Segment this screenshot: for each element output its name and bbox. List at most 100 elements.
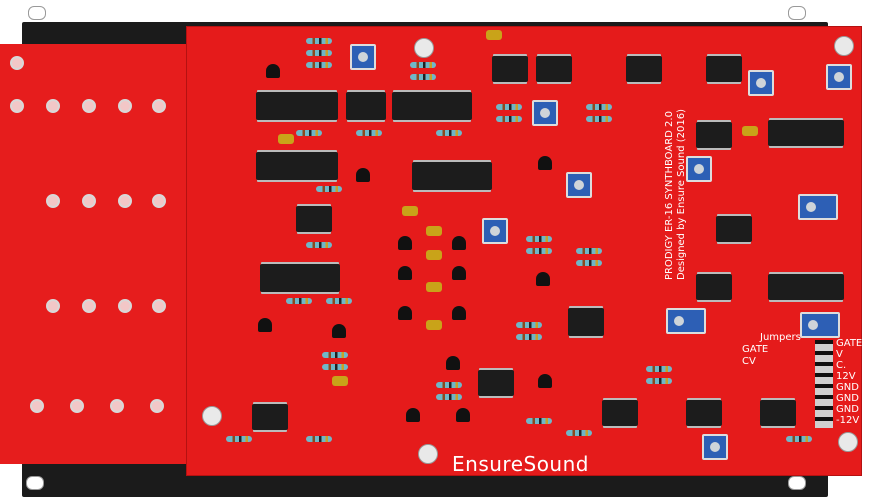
mount-hole — [788, 6, 806, 20]
ic-chip — [536, 56, 572, 82]
trimpot — [826, 64, 852, 90]
main-synth-pcb — [186, 26, 862, 476]
capacitor — [486, 30, 502, 40]
pin-label: 12V — [836, 371, 856, 382]
transistor — [266, 64, 280, 78]
ic-chip — [412, 162, 492, 190]
resistor — [576, 260, 602, 266]
pcb-hole — [82, 299, 96, 313]
capacitor — [332, 376, 348, 386]
ic-chip — [568, 308, 604, 336]
ic-chip — [768, 274, 844, 300]
ic-chip — [768, 120, 844, 146]
resistor — [306, 242, 332, 248]
resistor — [296, 130, 322, 136]
pcb-hole — [110, 399, 124, 413]
resistor — [576, 248, 602, 254]
pcb-hole — [10, 99, 24, 113]
ic-chip — [256, 92, 338, 120]
pcb-hole — [30, 399, 44, 413]
pin-label: GND — [836, 393, 859, 404]
screw — [202, 406, 222, 426]
trimpot — [532, 100, 558, 126]
resistor — [356, 130, 382, 136]
transistor — [356, 168, 370, 182]
pin-label: GND — [836, 382, 859, 393]
pcb-hole — [118, 299, 132, 313]
trimpot — [686, 156, 712, 182]
board-title-block: PRODIGY ER-16 SYNTHBOARD 2.0 Designed by… — [664, 40, 687, 280]
jumper-label: CV — [742, 356, 756, 367]
pin-label: V — [836, 349, 843, 360]
ic-chip — [260, 264, 340, 292]
ic-chip — [602, 400, 638, 426]
transistor — [538, 156, 552, 170]
resistor — [646, 378, 672, 384]
ensuresound-logo: EnsureSound — [452, 452, 589, 476]
capacitor — [426, 320, 442, 330]
pcb-hole — [70, 399, 84, 413]
resistor — [410, 74, 436, 80]
resistor — [526, 418, 552, 424]
trimpot — [798, 194, 838, 220]
ic-chip — [478, 370, 514, 396]
ic-chip — [296, 206, 332, 232]
trimpot — [566, 172, 592, 198]
ic-chip — [392, 92, 472, 120]
resistor — [566, 430, 592, 436]
capacitor — [426, 250, 442, 260]
power-header — [815, 340, 833, 428]
resistor — [586, 104, 612, 110]
pcb-hole — [46, 194, 60, 208]
jumper-label: Jumpers — [760, 332, 801, 343]
mount-hole — [28, 6, 46, 20]
capacitor — [742, 126, 758, 136]
pcb-hole — [82, 194, 96, 208]
trimpot — [748, 70, 774, 96]
pcb-hole — [82, 99, 96, 113]
resistor — [496, 104, 522, 110]
transistor — [456, 408, 470, 422]
trimpot — [482, 218, 508, 244]
ic-chip — [706, 56, 742, 82]
resistor — [586, 116, 612, 122]
board-title-line-1: PRODIGY ER-16 SYNTHBOARD 2.0 — [664, 111, 675, 280]
resistor — [306, 50, 332, 56]
trimpot — [800, 312, 840, 338]
trimpot — [666, 308, 706, 334]
pcb-hole — [150, 399, 164, 413]
pcb-hole — [46, 299, 60, 313]
transistor — [452, 236, 466, 250]
ic-chip — [696, 274, 732, 300]
resistor — [316, 186, 342, 192]
transistor — [332, 324, 346, 338]
resistor — [286, 298, 312, 304]
ic-chip — [626, 56, 662, 82]
transistor — [452, 266, 466, 280]
ic-chip — [492, 56, 528, 82]
pcb-hole — [152, 299, 166, 313]
ic-chip — [696, 122, 732, 148]
rear-pcb-board — [0, 44, 196, 464]
transistor — [398, 236, 412, 250]
resistor — [226, 436, 252, 442]
ic-chip — [760, 400, 796, 426]
screw — [838, 432, 858, 452]
resistor — [516, 322, 542, 328]
mount-hole — [26, 476, 44, 490]
capacitor — [402, 206, 418, 216]
pin-label: C. — [836, 360, 847, 371]
ic-chip — [686, 400, 722, 426]
resistor — [526, 248, 552, 254]
pcb-hole — [118, 99, 132, 113]
resistor — [496, 116, 522, 122]
jumper-label: GATE — [742, 344, 769, 355]
resistor — [322, 364, 348, 370]
mount-hole — [788, 476, 806, 490]
capacitor — [426, 282, 442, 292]
screw — [418, 444, 438, 464]
resistor — [326, 298, 352, 304]
resistor — [410, 62, 436, 68]
transistor — [398, 306, 412, 320]
resistor — [516, 334, 542, 340]
